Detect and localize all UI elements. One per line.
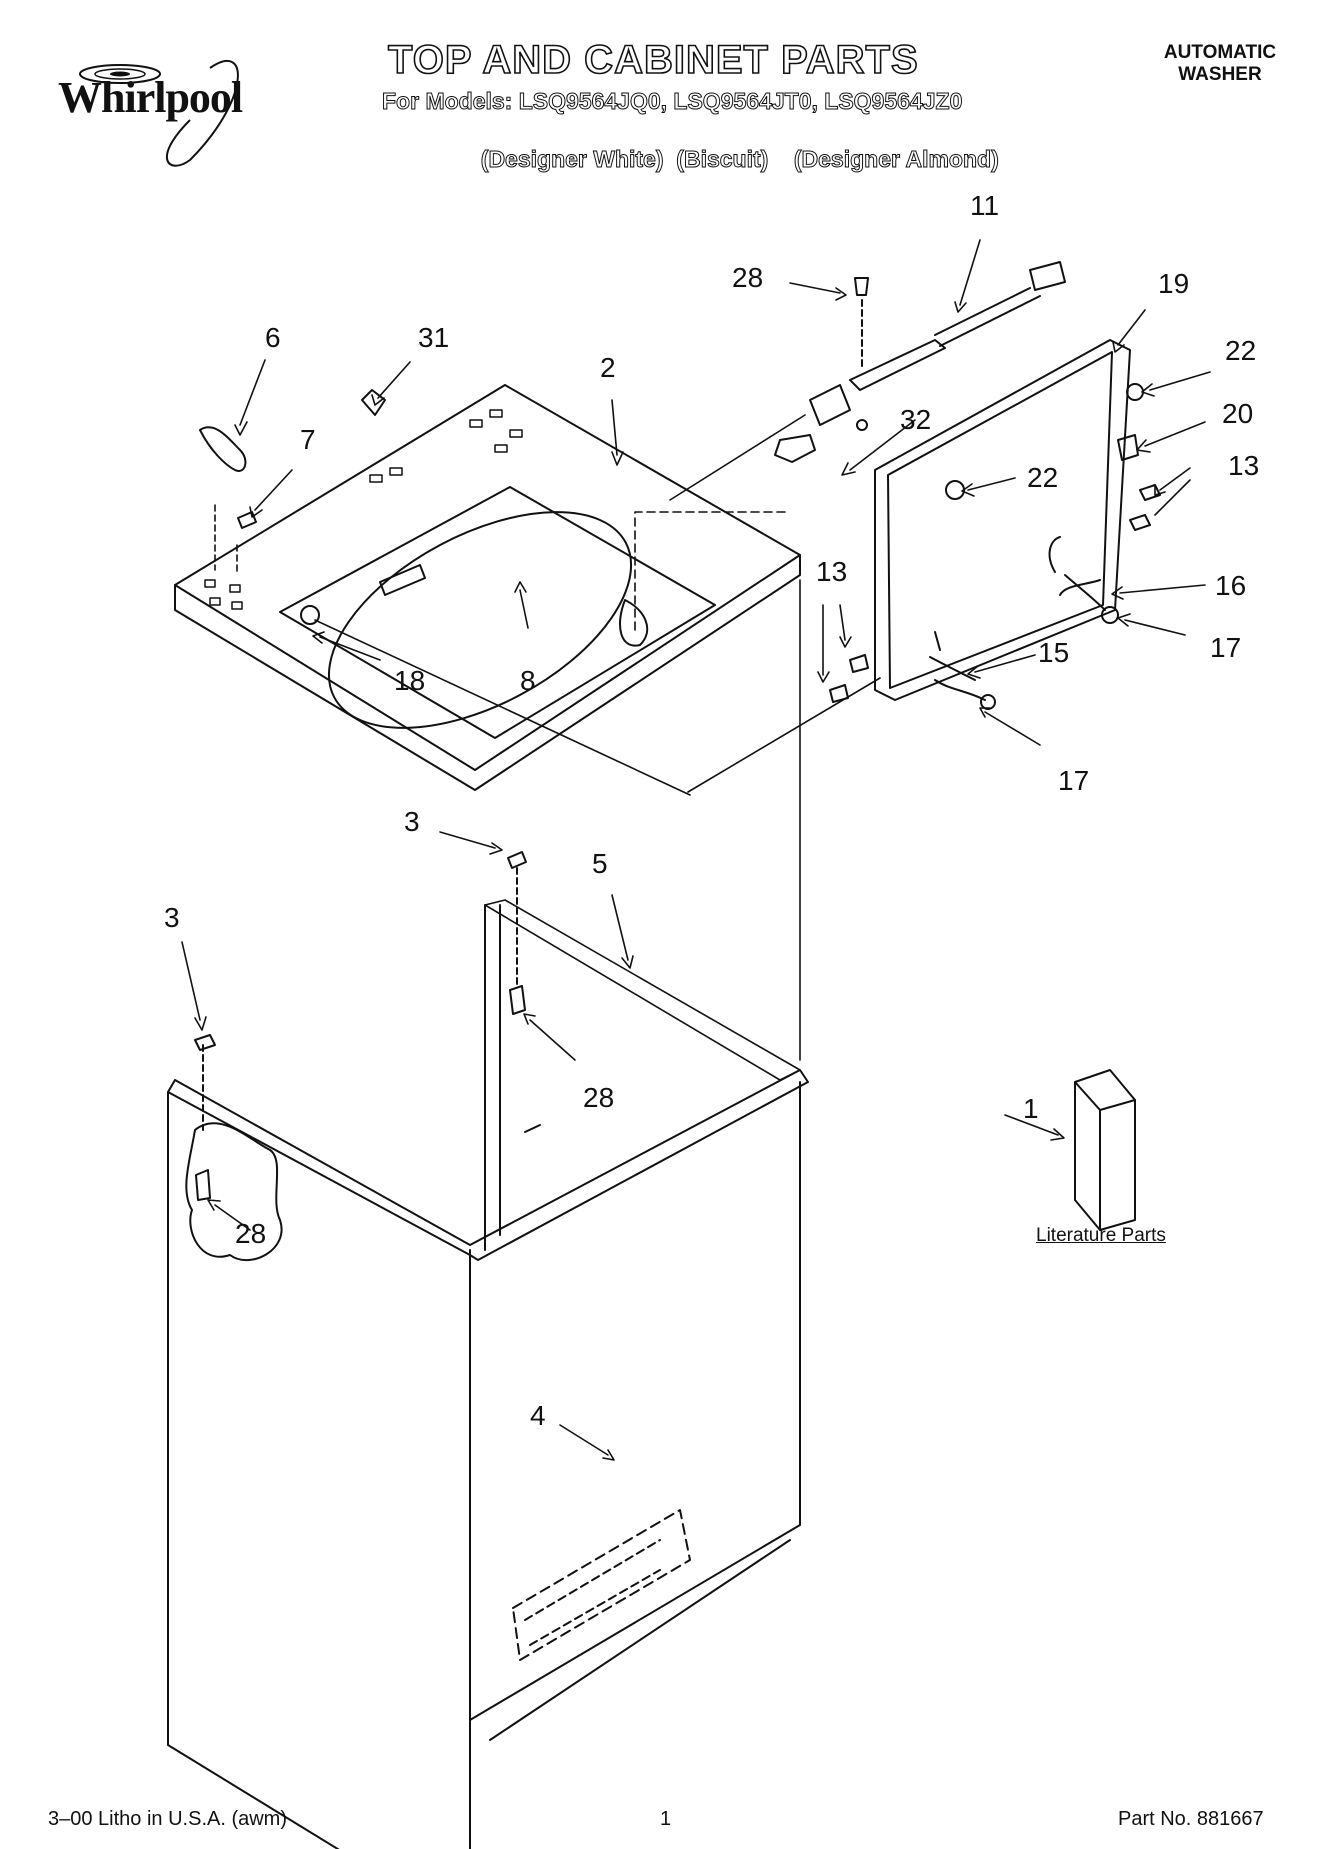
appliance-type: AUTOMATIC WASHER xyxy=(1155,42,1285,86)
switch-harness xyxy=(774,261,1066,463)
footer-page-number: 1 xyxy=(660,1808,672,1830)
callout-20: 20 xyxy=(1222,398,1254,429)
callout-17-right: 17 xyxy=(1210,632,1242,663)
callout-11: 11 xyxy=(970,190,1000,221)
console-frame xyxy=(874,339,1131,701)
callout-8: 8 xyxy=(520,665,536,696)
callout-3-top: 3 xyxy=(404,806,420,837)
lid-slots xyxy=(204,409,523,610)
top-clips xyxy=(199,389,386,529)
literature-box xyxy=(1074,1069,1136,1231)
callout-17-bottom: 17 xyxy=(1058,765,1090,796)
appliance-line-1: AUTOMATIC xyxy=(1163,42,1277,63)
callout-13-right: 13 xyxy=(1228,450,1260,481)
callout-19: 19 xyxy=(1158,268,1190,299)
callout-31: 31 xyxy=(418,322,450,353)
callout-28-top: 28 xyxy=(732,262,764,293)
callout-5: 5 xyxy=(592,848,608,879)
callout-3-left: 3 xyxy=(164,902,180,933)
literature-parts-label: Literature Parts xyxy=(1036,1225,1166,1246)
callout-22-left: 22 xyxy=(1027,462,1059,493)
callout-1: 1 xyxy=(1023,1093,1039,1124)
callout-13-left: 13 xyxy=(816,556,848,587)
console-small-parts xyxy=(829,383,1161,710)
callout-16: 16 xyxy=(1215,570,1247,601)
finish-biscuit: (Biscuit) xyxy=(676,146,769,173)
footer-part-number: Part No. 881667 xyxy=(1118,1808,1264,1830)
page-title: TOP AND CABINET PARTS xyxy=(387,37,919,83)
finishes-line: (Designer White) (Biscuit) (Designer Alm… xyxy=(468,119,999,173)
logo-swirl-icon xyxy=(79,60,239,167)
finish-almond: (Designer Almond) xyxy=(793,146,999,173)
brand-name: Whirlpool xyxy=(58,73,243,122)
appliance-line-2: WASHER xyxy=(1178,64,1262,85)
cabinet-clips xyxy=(194,851,527,1051)
callout-28-mid: 28 xyxy=(583,1082,615,1113)
callout-arrows xyxy=(181,239,1211,1461)
footer-litho: 3–00 Litho in U.S.A. (awm) xyxy=(48,1808,287,1830)
lid-leader-lines xyxy=(214,414,881,1061)
cutaway-detail xyxy=(185,1044,283,1261)
callout-15: 15 xyxy=(1038,637,1070,668)
washer-top-lid xyxy=(174,384,801,791)
callout-32: 32 xyxy=(900,404,932,435)
washer-cabinet xyxy=(167,899,809,1849)
callout-2: 2 xyxy=(600,352,616,383)
brand-logo xyxy=(40,40,280,170)
models-line: For Models: LSQ9564JQ0, LSQ9564JT0, LSQ9… xyxy=(381,88,963,115)
callout-18: 18 xyxy=(394,665,426,696)
callout-22-right: 22 xyxy=(1225,335,1257,366)
callout-4: 4 xyxy=(530,1400,546,1431)
callout-7: 7 xyxy=(300,424,316,455)
callout-28-cutaway: 28 xyxy=(235,1218,267,1249)
callout-6: 6 xyxy=(265,322,281,353)
finish-white: (Designer White) xyxy=(480,146,664,173)
